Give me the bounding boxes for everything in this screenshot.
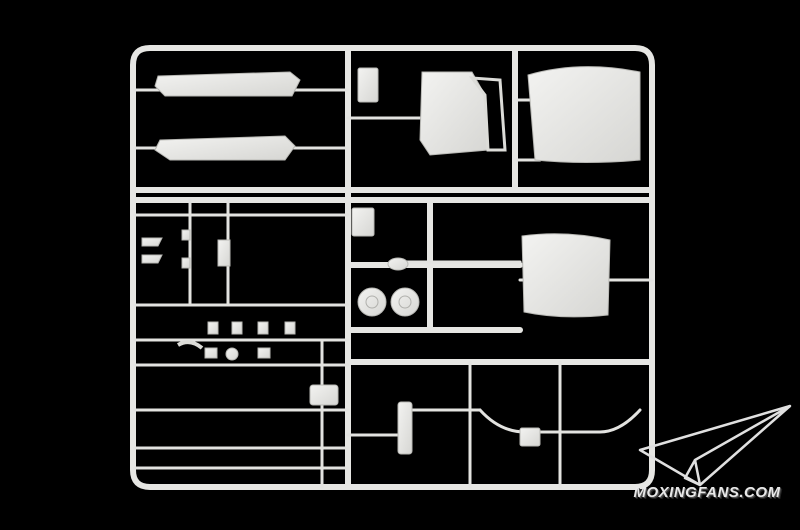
watermark-text: MOXINGFANS.COM bbox=[633, 484, 781, 501]
paper-plane-icon bbox=[638, 404, 792, 487]
parts bbox=[141, 66, 641, 455]
sprue-frame bbox=[130, 45, 655, 490]
